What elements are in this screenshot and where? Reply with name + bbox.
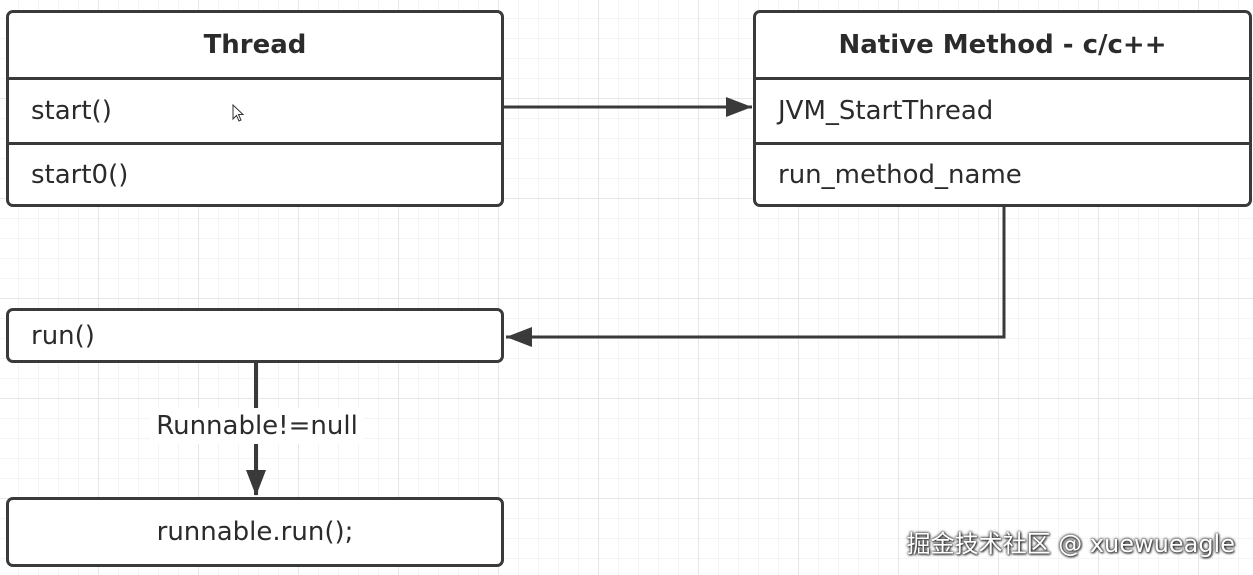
thread-method-start0: start0(): [9, 141, 501, 204]
edge-run-method-name-to-run-arrow: [506, 327, 532, 347]
native-method-class-box[interactable]: Native Method - c/c++ JVM_StartThread ru…: [753, 10, 1252, 207]
run-node-label: run(): [31, 320, 95, 351]
native-class-title: Native Method - c/c++: [838, 30, 1167, 61]
thread-class-title: Thread: [203, 30, 307, 61]
runnable-run-node[interactable]: runnable.run();: [6, 497, 504, 567]
thread-class-box[interactable]: Thread start() start0(): [6, 10, 504, 207]
thread-method-start: start(): [9, 77, 501, 141]
edge-run-to-runnable-run-arrow: [246, 470, 266, 496]
edge-run-method-name-to-run: [506, 207, 1006, 339]
mouse-pointer-icon: [232, 103, 246, 128]
runnable-run-node-label: runnable.run();: [156, 517, 354, 547]
edge-start-to-jvm-startthread-arrow: [726, 97, 752, 117]
edge-label-runnable-not-null: Runnable!=null: [150, 408, 364, 444]
native-method-run-method-name: run_method_name: [756, 141, 1249, 204]
watermark: 掘金技术社区 @ xuewueagle: [906, 530, 1235, 558]
native-method-jvm-startthread: JVM_StartThread: [756, 77, 1249, 141]
run-node[interactable]: run(): [6, 308, 504, 363]
